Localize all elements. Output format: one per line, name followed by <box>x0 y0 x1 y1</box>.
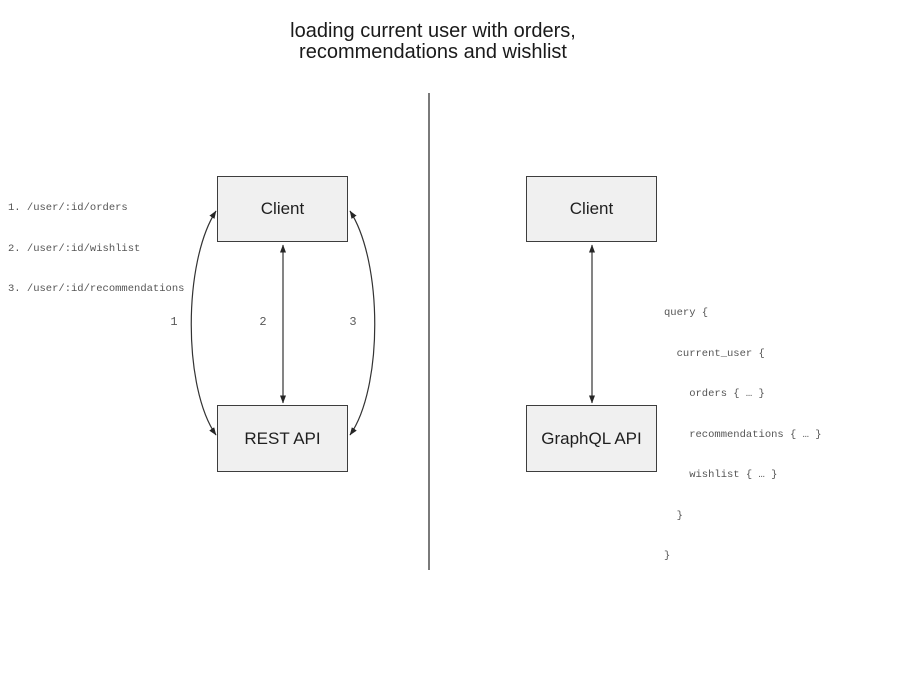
graphql-client-box: Client <box>526 176 657 242</box>
endpoint-recommendations: 3. /user/:id/recommendations <box>8 283 185 295</box>
arrow-label-2: 2 <box>259 315 267 329</box>
rest-client-box: Client <box>217 176 348 242</box>
arrow-orders <box>190 210 217 436</box>
graphql-client-label: Client <box>569 199 614 218</box>
query-line: wishlist { … } <box>664 469 778 481</box>
diagram-title: loading current user with orders, recomm… <box>183 21 683 63</box>
graphql-api-box: GraphQL API <box>526 405 657 472</box>
graphql-query-snippet: query { current_user { orders { … } reco… <box>664 280 822 591</box>
query-line: query { <box>664 307 709 319</box>
query-line: current_user { <box>664 347 765 360</box>
title-line-1: loading current user with orders, <box>290 20 576 42</box>
rest-api-box: REST API <box>217 405 348 472</box>
rest-client-label: Client <box>260 199 305 218</box>
arrow-label-3: 3 <box>349 315 357 329</box>
title-line-2: recommendations and wishlist <box>299 41 567 63</box>
query-line: recommendations { … } <box>664 428 822 441</box>
endpoint-wishlist: 2. /user/:id/wishlist <box>8 242 141 255</box>
query-line: } <box>664 550 671 562</box>
rest-endpoint-list: 1. /user/:id/orders 2. /user/:id/wishlis… <box>8 175 184 324</box>
endpoint-orders: 1. /user/:id/orders <box>8 202 128 214</box>
rest-api-label: REST API <box>244 428 321 448</box>
graphql-api-label: GraphQL API <box>541 428 642 448</box>
query-line: } <box>664 509 683 522</box>
arrow-recommendations <box>349 210 376 436</box>
query-line: orders { … } <box>664 388 765 400</box>
arrow-label-1: 1 <box>170 315 178 329</box>
